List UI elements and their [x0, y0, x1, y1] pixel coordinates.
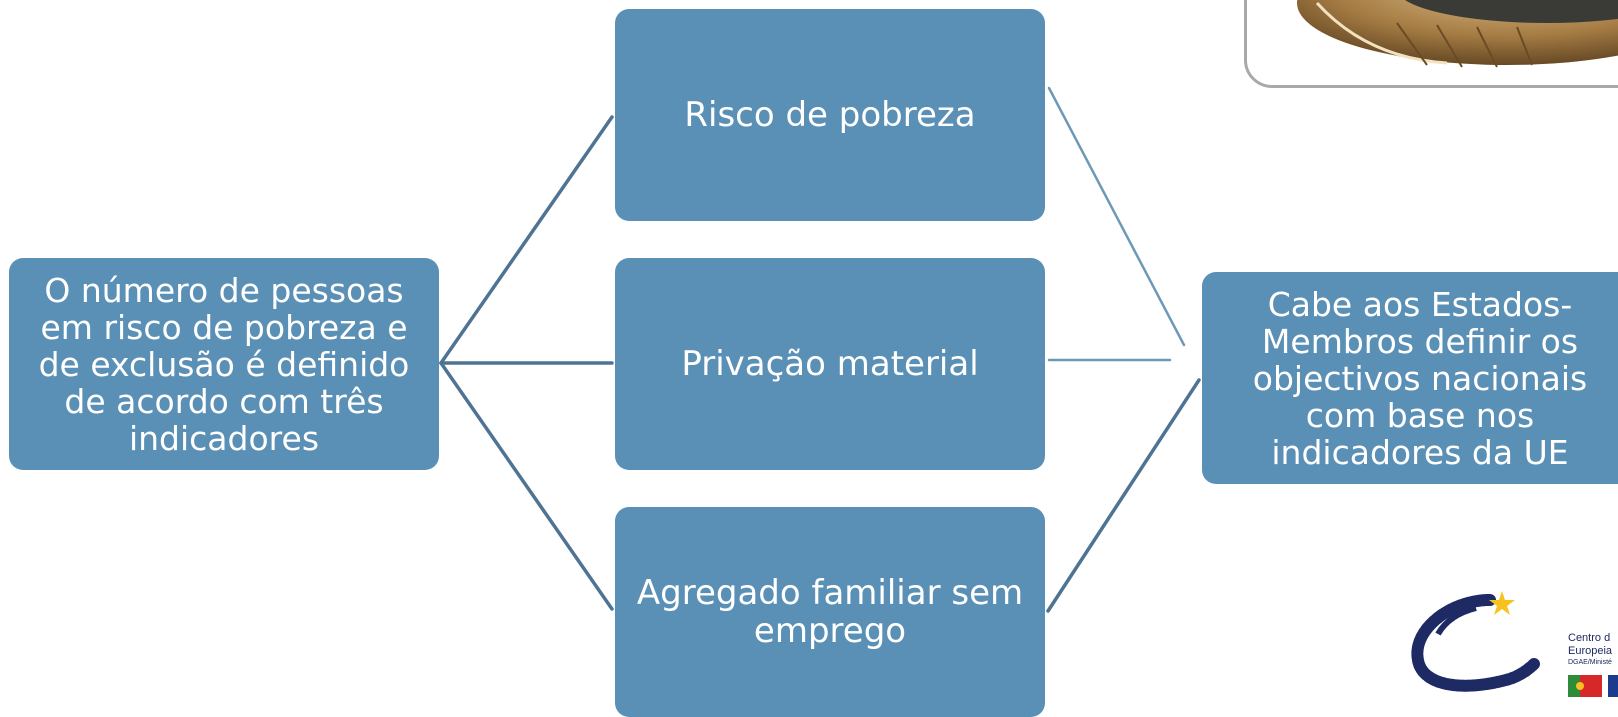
- eu-centre-logo: Centro d Europeia DGAE/Ministé: [1410, 590, 1618, 713]
- indicator-label: Agregado familiar sem emprego: [636, 573, 1024, 651]
- member-states-text: Cabe aos Estados-Membros definir os obje…: [1252, 284, 1588, 472]
- logo-line-2: Europeia: [1568, 645, 1613, 657]
- indicator-node-jobless-household: Agregado familiar sem emprego: [615, 507, 1045, 717]
- indicator-label: Risco de pobreza: [684, 95, 976, 135]
- flags: [1568, 675, 1618, 697]
- portugal-flag-icon: [1568, 675, 1602, 697]
- eu-flag-icon: [1608, 675, 1618, 697]
- photo-image: [1244, 0, 1618, 88]
- member-states-node: Cabe aos Estados-Membros definir os obje…: [1202, 272, 1618, 484]
- logo-line-1: Centro d: [1568, 632, 1611, 644]
- indicator-node-poverty-risk: Risco de pobreza: [615, 9, 1045, 221]
- star-icon: [1489, 591, 1515, 615]
- logo-line-3: DGAE/Ministé: [1568, 659, 1612, 666]
- connector-top-to-right: [1047, 86, 1186, 347]
- definition-node: O número de pessoas em risco de pobreza …: [9, 258, 439, 470]
- connector-bottom-to-right: [1046, 378, 1201, 613]
- connector-left-to-bottom: [439, 361, 614, 611]
- definition-text: O número de pessoas em risco de pobreza …: [38, 270, 410, 458]
- indicator-label: Privação material: [681, 344, 979, 384]
- eu-centre-logo-icon: [1411, 591, 1540, 692]
- connector-left-to-top: [439, 115, 614, 365]
- indicator-node-material-deprivation: Privação material: [615, 258, 1045, 470]
